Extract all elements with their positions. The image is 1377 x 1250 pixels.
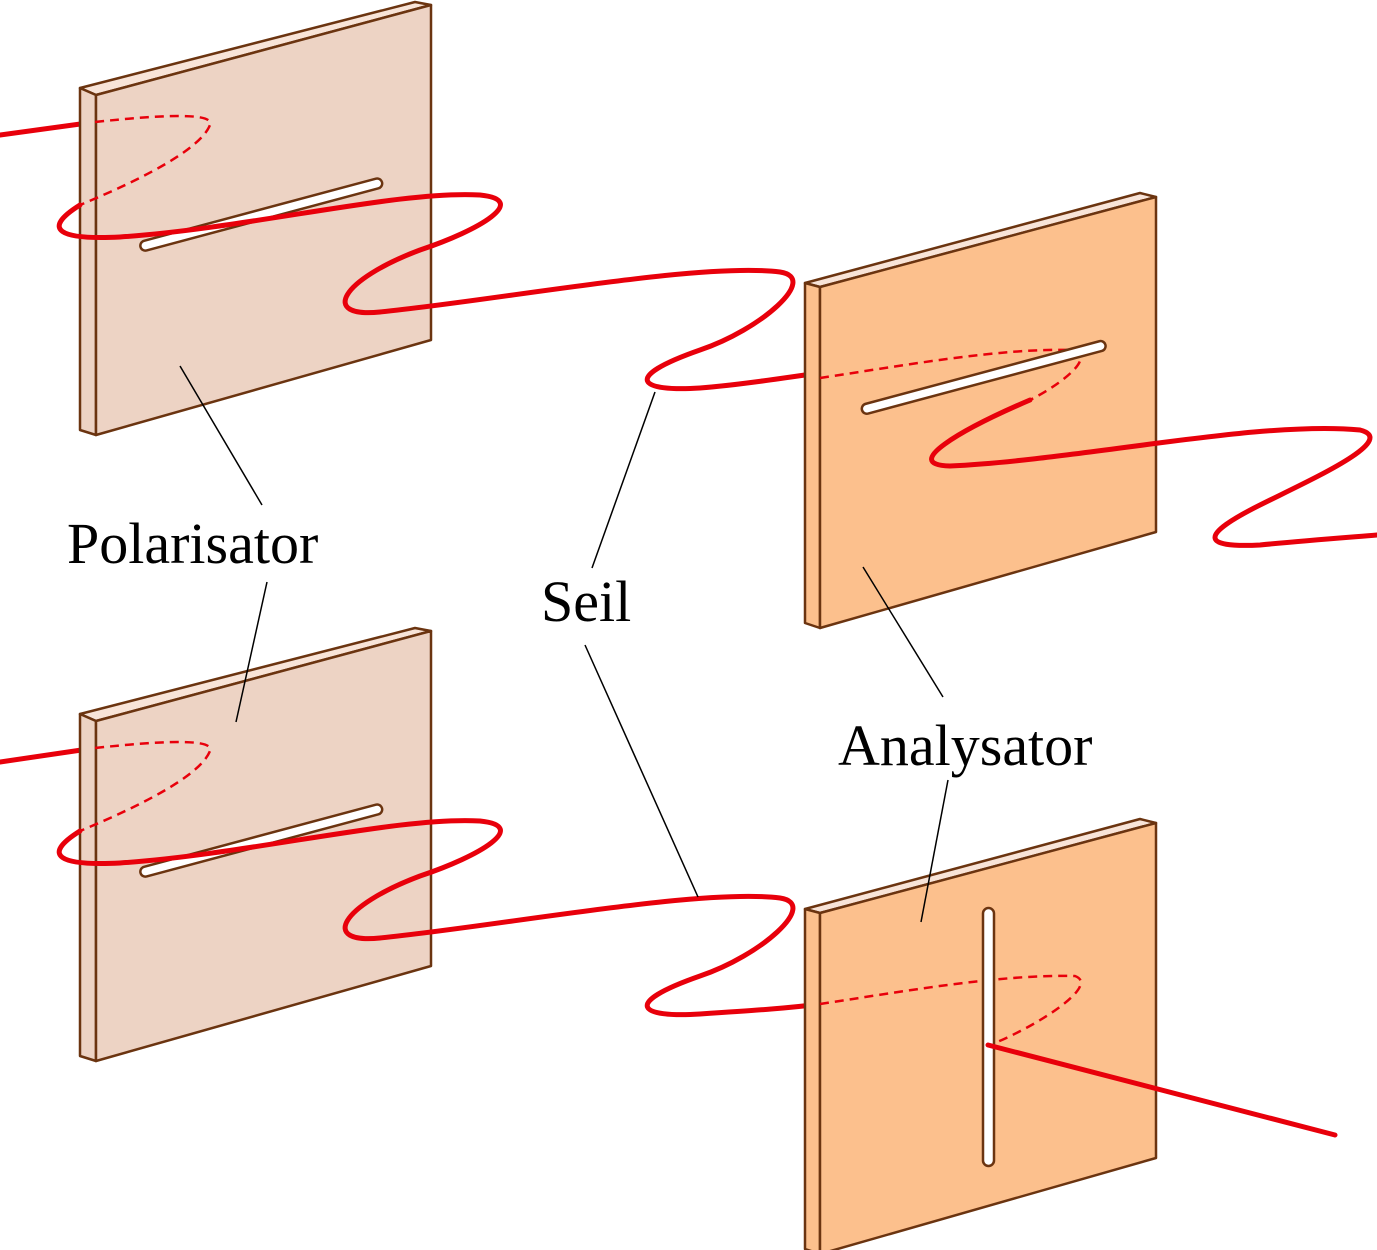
rope-wave-top-out bbox=[929, 397, 1377, 548]
leader-polarizer-bottom bbox=[235, 581, 268, 723]
analyzer-plate-top bbox=[803, 191, 1158, 630]
leader-rope-bottom bbox=[584, 644, 699, 898]
rope-wave-top bbox=[56, 192, 1063, 392]
rope-hidden-top-analyzer bbox=[819, 348, 1082, 402]
label-rope: Seil bbox=[541, 569, 631, 634]
rope-straight-out bbox=[985, 1042, 1338, 1138]
analyzer-plate-bottom bbox=[803, 817, 1158, 1250]
label-analyzer: Analysator bbox=[838, 713, 1093, 778]
analyzer-slot-horizontal bbox=[860, 339, 1107, 415]
leader-analyzer-top bbox=[862, 566, 944, 698]
label-polarizer: Polarisator bbox=[67, 511, 318, 576]
scene-crossed bbox=[0, 626, 1338, 1250]
rope-hidden-top bbox=[79, 114, 212, 207]
leader-rope-top bbox=[591, 391, 656, 569]
rope-wave-bottom bbox=[56, 818, 823, 1018]
leader-polarizer-top bbox=[179, 365, 263, 506]
rope-hidden-bottom bbox=[79, 740, 212, 833]
leader-analyzer-bottom bbox=[920, 779, 949, 923]
analyzer-slot-vertical bbox=[981, 906, 996, 1168]
scene-parallel bbox=[0, 0, 1377, 630]
rope-hidden-bottom-analyzer bbox=[819, 974, 1083, 1047]
